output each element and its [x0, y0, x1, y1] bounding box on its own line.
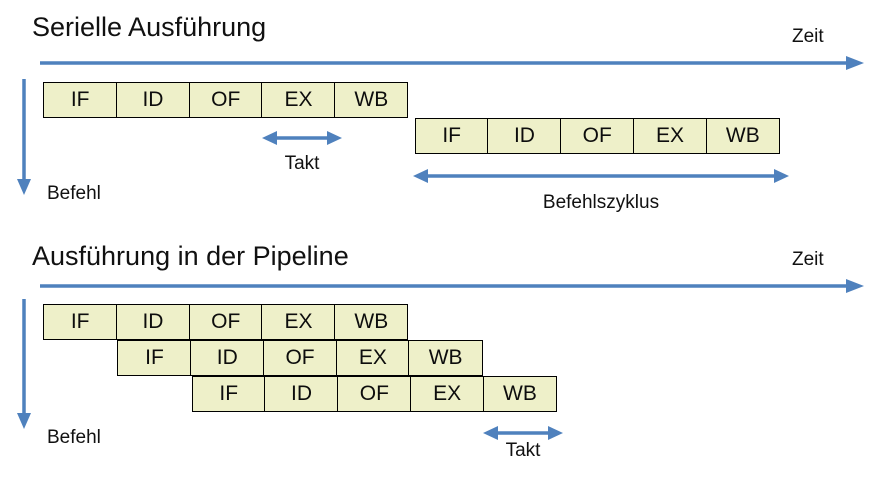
stage-cell: OF — [262, 340, 338, 376]
serial-cycle-label: Befehlszyklus — [542, 192, 660, 213]
stage-cell: EX — [261, 82, 336, 118]
stage-cell: ID — [264, 376, 339, 412]
serial-instruction-2-row: IF ID OF EX WB — [414, 118, 780, 154]
pipeline-time-axis-label: Zeit — [792, 249, 824, 270]
serial-instruction-1-row: IF ID OF EX WB — [43, 82, 409, 118]
stage-cell: EX — [261, 304, 336, 340]
stage-cell: IF — [43, 304, 118, 340]
pipeline-instruction-2-row: IF ID OF EX WB — [117, 340, 483, 376]
stage-cell: EX — [409, 376, 485, 412]
pipeline-instruction-axis-arrow-icon — [17, 299, 31, 429]
serial-clock-label: Takt — [284, 153, 320, 174]
serial-time-axis-arrow-icon — [40, 56, 864, 70]
stage-cell: IF — [414, 118, 489, 154]
serial-instruction-axis-arrow-icon — [17, 79, 31, 195]
stage-cell: WB — [482, 376, 558, 412]
serial-time-axis-label: Zeit — [792, 26, 824, 47]
pipeline-instruction-1-row: IF ID OF EX WB — [43, 304, 409, 340]
serial-clock-span-arrow-icon — [262, 131, 342, 145]
stage-cell: OF — [560, 118, 635, 154]
stage-cell: WB — [334, 304, 409, 340]
pipeline-clock-span-arrow-icon — [483, 426, 563, 440]
serial-cycle-span-arrow-icon — [413, 169, 789, 183]
stage-cell: WB — [705, 118, 780, 154]
pipeline-instruction-3-row: IF ID OF EX WB — [191, 376, 558, 412]
stage-cell: EX — [335, 340, 410, 376]
pipeline-time-axis-arrow-icon — [40, 279, 864, 293]
stage-cell: WB — [334, 82, 409, 118]
pipeline-instruction-axis-label: Befehl — [47, 427, 101, 448]
stage-cell: ID — [487, 118, 562, 154]
stage-cell: OF — [337, 376, 412, 412]
stage-cell: OF — [188, 82, 263, 118]
stage-cell: ID — [115, 82, 191, 118]
pipeline-section-title: Ausführung in der Pipeline — [32, 241, 349, 271]
stage-cell: ID — [115, 304, 191, 340]
stage-cell: IF — [191, 376, 266, 412]
serial-instruction-axis-label: Befehl — [47, 183, 101, 204]
serial-section-title: Serielle Ausführung — [32, 12, 267, 42]
stage-cell: IF — [117, 340, 192, 376]
stage-cell: WB — [408, 340, 483, 376]
pipeline-clock-label: Takt — [505, 440, 541, 461]
stage-cell: ID — [190, 340, 265, 376]
stage-cell: EX — [632, 118, 708, 154]
stage-cell: OF — [188, 304, 263, 340]
